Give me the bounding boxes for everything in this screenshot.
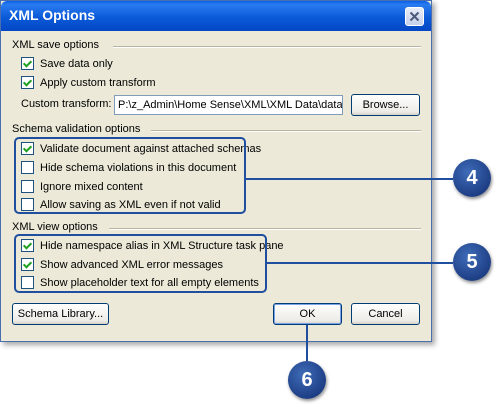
- show-advanced-errors-checkbox[interactable]: [21, 258, 34, 271]
- validate-document-option[interactable]: Validate document against attached schem…: [21, 142, 261, 155]
- callout-badge-6: 6: [288, 361, 326, 399]
- show-placeholder-text-label: Show placeholder text for all empty elem…: [40, 276, 259, 289]
- apply-custom-transform-checkbox[interactable]: [21, 76, 34, 89]
- validate-document-label: Validate document against attached schem…: [40, 142, 262, 155]
- hide-namespace-alias-option[interactable]: Hide namespace alias in XML Structure ta…: [21, 239, 284, 252]
- show-advanced-errors-label: Show advanced XML error messages: [40, 258, 224, 271]
- save-data-only-option[interactable]: Save data only: [21, 57, 113, 70]
- validation-callout-line: [246, 178, 453, 180]
- show-placeholder-text-checkbox[interactable]: [21, 276, 34, 289]
- apply-custom-transform-label: Apply custom transform: [40, 76, 156, 89]
- validation-group-line: [151, 130, 421, 132]
- hide-violations-option[interactable]: Hide schema violations in this document: [21, 161, 236, 174]
- allow-saving-invalid-option[interactable]: Allow saving as XML even if not valid: [21, 198, 221, 211]
- view-callout-line: [267, 262, 453, 264]
- schema-library-button[interactable]: Schema Library...: [12, 303, 109, 325]
- validate-document-checkbox[interactable]: [21, 142, 34, 155]
- ignore-mixed-content-label: Ignore mixed content: [40, 180, 143, 193]
- ok-callout-line: [306, 325, 308, 361]
- xml-options-dialog: XML Options XML save options Save data o…: [0, 0, 432, 342]
- browse-button[interactable]: Browse...: [351, 94, 420, 116]
- title-bar[interactable]: XML Options: [1, 1, 431, 31]
- view-group-line: [109, 228, 421, 230]
- view-options-header: XML view options: [12, 221, 98, 233]
- hide-violations-label: Hide schema violations in this document: [40, 161, 237, 174]
- save-group-line: [113, 46, 421, 48]
- ignore-mixed-content-checkbox[interactable]: [21, 180, 34, 193]
- custom-transform-label: Custom transform:: [21, 98, 112, 110]
- apply-custom-transform-option[interactable]: Apply custom transform: [21, 76, 156, 89]
- callout-badge-5: 5: [453, 243, 491, 281]
- ignore-mixed-content-option[interactable]: Ignore mixed content: [21, 180, 143, 193]
- save-options-header: XML save options: [12, 39, 100, 51]
- save-data-only-checkbox[interactable]: [21, 57, 34, 70]
- custom-transform-field[interactable]: P:\z_Admin\Home Sense\XML\XML Data\datap…: [114, 95, 343, 115]
- close-icon: [409, 11, 420, 22]
- save-data-only-label: Save data only: [40, 57, 113, 70]
- show-advanced-errors-option[interactable]: Show advanced XML error messages: [21, 258, 223, 271]
- show-placeholder-text-option[interactable]: Show placeholder text for all empty elem…: [21, 276, 259, 289]
- hide-namespace-alias-checkbox[interactable]: [21, 239, 34, 252]
- validation-options-header: Schema validation options: [12, 123, 141, 135]
- allow-saving-invalid-checkbox[interactable]: [21, 198, 34, 211]
- cancel-button[interactable]: Cancel: [351, 303, 420, 325]
- dialog-title: XML Options: [9, 7, 96, 23]
- hide-namespace-alias-label: Hide namespace alias in XML Structure ta…: [40, 239, 284, 252]
- ok-button[interactable]: OK: [273, 303, 342, 325]
- close-button[interactable]: [405, 7, 424, 26]
- validation-highlight-box: [14, 137, 246, 214]
- hide-violations-checkbox[interactable]: [21, 161, 34, 174]
- view-highlight-box: [14, 234, 267, 293]
- allow-saving-invalid-label: Allow saving as XML even if not valid: [40, 198, 221, 211]
- callout-badge-4: 4: [453, 159, 491, 197]
